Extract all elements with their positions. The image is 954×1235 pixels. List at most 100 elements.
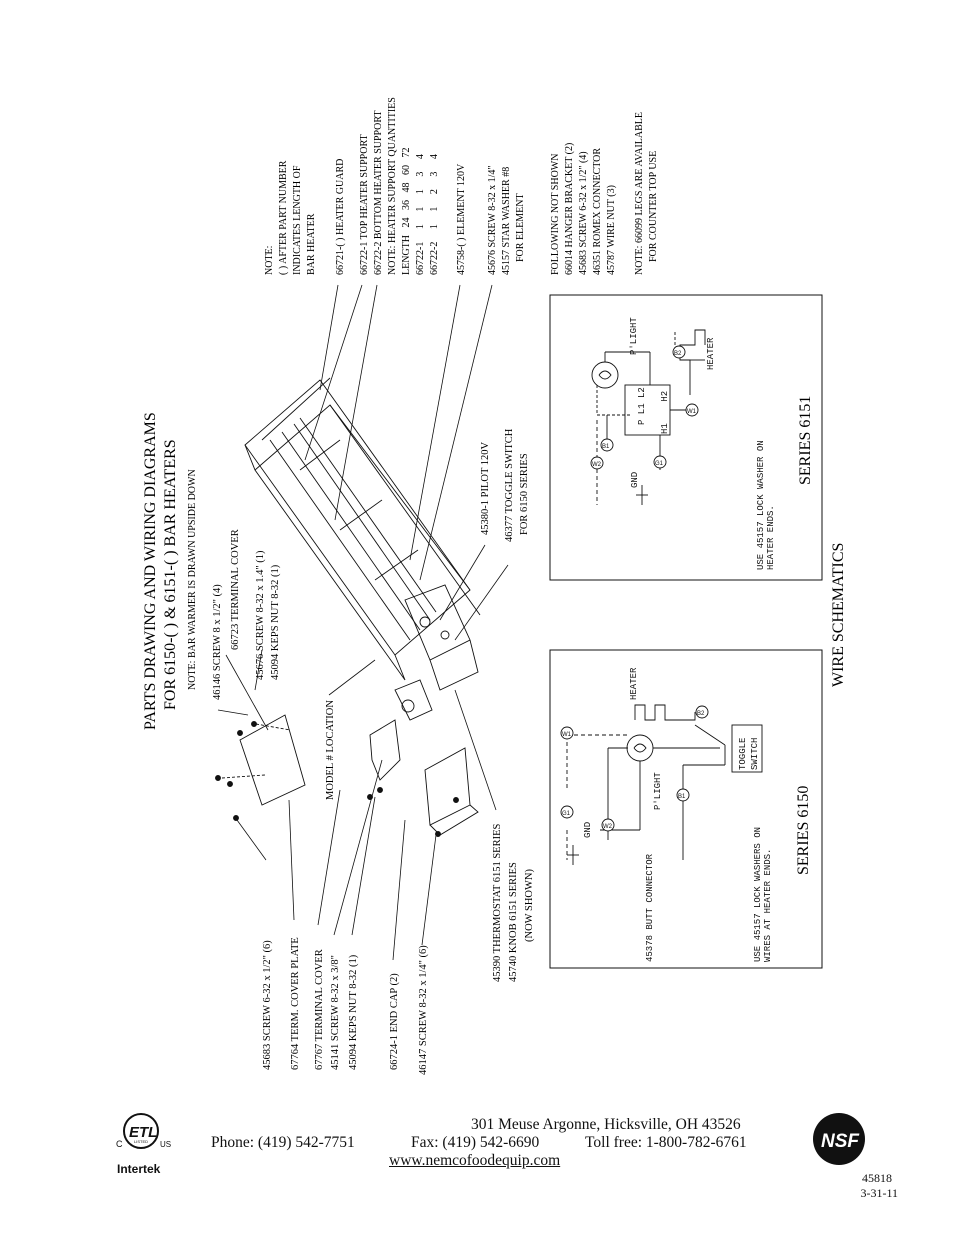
etl-listed-logo: ETL C US LISTED Intertek <box>116 1113 171 1176</box>
fax-number: Fax: (419) 542-6690 <box>411 1134 540 1151</box>
s6151-therm-2: H1 H2 <box>660 391 670 434</box>
callout-45683: 45683 SCREW 6-32 x 1/2" (6) <box>262 940 273 1070</box>
s6150-gnd: GND <box>583 822 593 838</box>
svg-text:NSF: NSF <box>821 1131 860 1152</box>
callout-now-shown: (NOW SHOWN) <box>524 868 535 942</box>
model-location: MODEL # LOCATION <box>325 700 336 800</box>
s6150-note-2: WIRES AT HEATER ENDS. <box>763 849 773 962</box>
schematic-6151: SERIES 6151 USE 45157 LOCK WASHER ON HEA… <box>549 294 823 581</box>
page-subtitle: FOR 6150-( ) & 6151-( ) BAR HEATERS <box>162 439 179 710</box>
callout-45758: 45758-( ) ELEMENT 120V <box>456 163 467 275</box>
callout-66723: 66723 TERMINAL COVER <box>230 529 241 650</box>
callout-45094: 45094 KEPS NUT 8-32 (1) <box>348 954 359 1070</box>
svg-text:Intertek: Intertek <box>117 1162 161 1176</box>
not-shown-5: 45787 WIRE NUT (3) <box>606 185 617 275</box>
schematic-6151-frame <box>549 294 823 581</box>
legs-line-2: FOR COUNTER TOP USE <box>648 151 659 262</box>
drawing-area <box>245 80 850 1100</box>
callout-45094-top: 45094 KEPS NUT 8-32 (1) <box>270 564 281 680</box>
page-title: PARTS DRAWING AND WIRING DIAGRAMS <box>142 412 159 730</box>
title-block: PARTS DRAWING AND WIRING DIAGRAMS FOR 61… <box>142 412 198 730</box>
svg-text:LISTED: LISTED <box>134 1139 148 1144</box>
note-line-4: BAR HEATER <box>306 213 317 275</box>
callout-66724: 66724-1 END CAP (2) <box>389 973 400 1070</box>
qty-title: NOTE: HEATER SUPPORT QUANTITIES <box>387 97 398 275</box>
website-link[interactable]: www.nemcofoodequip.com <box>389 1152 561 1169</box>
svg-text:B2: B2 <box>674 351 682 357</box>
note-line-3: INDICATES LENGTH OF <box>292 165 303 275</box>
callout-45676-top: 45676 SCREW 8-32 x 1.4" (1) <box>255 550 266 680</box>
note-line-1: NOTE: <box>264 246 275 275</box>
note-line-2: ( ) AFTER PART NUMBER <box>278 160 289 275</box>
series-6151-label: SERIES 6151 <box>797 396 814 485</box>
s6150-butt: 45378 BUTT CONNECTOR <box>645 853 655 962</box>
callout-45390: 45390 THERMOSTAT 6151 SERIES <box>492 824 503 982</box>
qty-row-length: LENGTH 24 36 48 60 72 <box>401 148 412 276</box>
legs-line-1: NOTE: 66099 LEGS ARE AVAILABLE <box>634 112 645 275</box>
callout-67764: 67764 TERM. COVER PLATE <box>290 937 301 1070</box>
website-link-wrap: www.nemcofoodequip.com <box>389 1152 560 1170</box>
right-notes: NOTE: ( ) AFTER PART NUMBER INDICATES LE… <box>264 97 659 275</box>
not-shown-1: FOLLOWING NOT SHOWN <box>550 154 561 275</box>
s6150-heater: HEATER <box>629 667 639 700</box>
series-6150-label: SERIES 6150 <box>795 786 812 875</box>
tollfree-number: Toll free: 1-800-782-6761 <box>585 1134 747 1151</box>
leader-lines <box>217 649 437 961</box>
svg-text:W2: W2 <box>603 824 613 830</box>
schematic-6150: SERIES 6150 USE 45157 LOCK WASHERS ON WI… <box>549 649 823 969</box>
callout-66722-1: 66722-1 TOP HEATER SUPPORT <box>359 134 370 275</box>
s6150-plight: P'LIGHT <box>653 772 663 810</box>
svg-text:G1: G1 <box>562 811 571 817</box>
s6151-therm-1: P L1 L2 <box>637 387 647 425</box>
screw-line-2: 45157 STAR WASHER #8 <box>501 167 512 275</box>
schematics-heading: WIRE SCHEMATICS <box>830 543 847 687</box>
callout-45740: 45740 KNOB 6151 SERIES <box>508 862 519 982</box>
callout-46377: 46377 TOGGLE SWITCH <box>504 428 515 542</box>
svg-text:W2: W2 <box>592 462 602 468</box>
svg-text:B1: B1 <box>602 444 610 450</box>
screw-line-1: 45676 SCREW 8-32 x 1/4" <box>487 166 498 275</box>
not-shown-2: 66014 HANGER BRACKET (2) <box>564 143 575 275</box>
schematic-6150-frame <box>549 649 823 969</box>
callout-45380: 45380-1 PILOT 120V <box>480 441 491 535</box>
s6151-note-2: HEATER ENDS. <box>766 505 776 570</box>
svg-text:US: US <box>160 1140 171 1149</box>
qty-row-66722-1: 66722-1 1 1 1 3 4 <box>415 154 426 275</box>
bar-heater-drawing <box>215 377 481 837</box>
top-callouts: 46146 SCREW 8 x 1/2" (4) 66723 TERMINAL … <box>212 529 281 700</box>
s6151-gnd: GND <box>630 472 640 488</box>
s6151-plight: P'LIGHT <box>629 317 639 355</box>
callout-66722-2: 66722-2 BOTTOM HEATER SUPPORT <box>373 110 384 275</box>
not-shown-3: 45683 SCREW 6-32 x 1/2" (4) <box>578 151 589 275</box>
s6151-tags: W2 B1 G1 W1 B2 <box>590 345 699 470</box>
callout-66721: 66721-( ) HEATER GUARD <box>335 159 346 275</box>
svg-text:B1: B1 <box>678 794 686 800</box>
svg-text:W1: W1 <box>562 732 572 738</box>
svg-text:W1: W1 <box>687 409 697 415</box>
svg-text:ETL: ETL <box>129 1124 157 1141</box>
callout-46147: 46147 SCREW 8-32 x 1/4" (6) <box>418 945 429 1075</box>
callout-for-6150: FOR 6150 SERIES <box>519 453 530 535</box>
left-callouts: 45683 SCREW 6-32 x 1/2" (6) 67764 TERM. … <box>262 700 429 1075</box>
s6151-note-1: USE 45157 LOCK WASHER ON <box>756 440 766 570</box>
s6150-toggle-1: TOGGLE <box>738 738 748 770</box>
document-number: 45818 <box>862 1171 892 1185</box>
svg-text:B2: B2 <box>697 711 705 717</box>
svg-text:G1: G1 <box>655 461 664 467</box>
callout-46146: 46146 SCREW 8 x 1/2" (4) <box>212 584 223 700</box>
s6150-tags: W1 W2 B1 B2 G1 <box>560 705 709 832</box>
s6150-toggle-2: SWITCH <box>750 738 760 770</box>
company-address: 301 Meuse Argonne, Hicksville, OH 43526 <box>471 1116 741 1133</box>
not-shown-4: 46351 ROMEX CONNECTOR <box>592 148 603 275</box>
qty-row-66722-2: 66722-2 1 1 2 3 4 <box>429 154 440 275</box>
nsf-logo: NSF <box>813 1113 865 1165</box>
phone-number: Phone: (419) 542-7751 <box>211 1134 355 1151</box>
bottom-callouts: 45390 THERMOSTAT 6151 SERIES 45740 KNOB … <box>480 428 535 982</box>
document-date: 3-31-11 <box>860 1186 898 1200</box>
callout-45141: 45141 SCREW 8-32 x 3/8" <box>330 955 341 1070</box>
svg-text:C: C <box>116 1139 123 1149</box>
s6151-heater: HEATER <box>706 337 716 370</box>
s6150-note-1: USE 45157 LOCK WASHERS ON <box>753 827 763 962</box>
callout-67767: 67767 TERMINAL COVER <box>314 949 325 1070</box>
